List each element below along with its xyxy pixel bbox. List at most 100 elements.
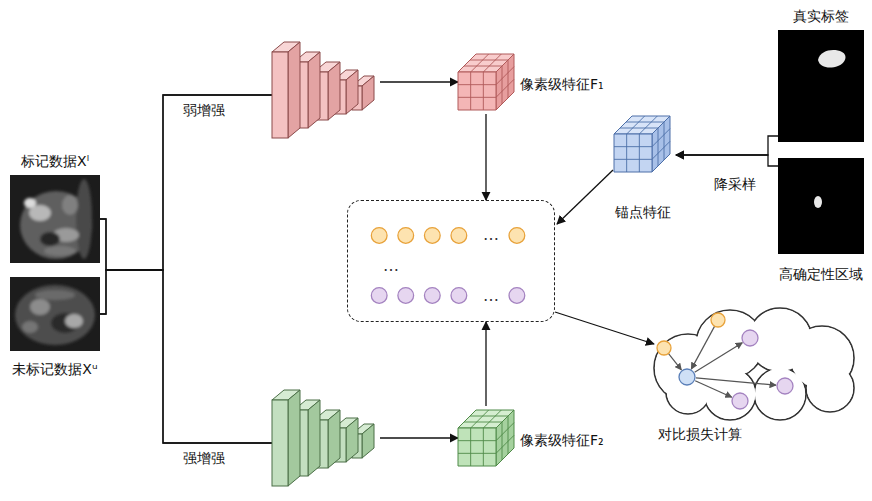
illustration [614,116,672,174]
illustration [778,158,864,254]
contrast-cloud: 对比损失计算 [630,296,864,418]
feature-dot [509,288,525,304]
positive-dot [657,341,671,355]
mri-image: 标记数据Xˡ [10,175,100,263]
slab-side [288,390,300,486]
slab-side [362,76,374,110]
cube-grid [652,141,670,159]
feature-dot [451,228,467,244]
anchor-dot [679,369,695,385]
feature-dot [398,228,414,244]
scan-tissue [22,321,38,333]
cube-grid [470,72,471,110]
similarity-arrow [696,378,776,385]
cube-grid [658,128,659,166]
cube-grid [458,440,496,441]
cube-grid [496,79,514,97]
connector [676,136,778,155]
cube-grid [458,97,496,98]
cube-grid [626,134,627,172]
slab-side [288,42,300,138]
connector [485,114,486,200]
feature-dot [371,228,387,244]
edge-label-slot: 降采样 [712,174,758,193]
text-slot: 弱增强 [183,100,225,119]
similarity-arrow [695,381,732,398]
slab-side [308,400,320,476]
connector [380,437,458,438]
mask-region [814,196,822,208]
cube-grid [470,60,508,61]
cube-grid [639,134,640,172]
cloud-fill [807,365,853,411]
ellipsis-text: … [483,286,499,305]
feature-cube: 锚点特征 [614,116,672,174]
node-label: 锚点特征 [615,204,671,220]
illustration [630,296,864,418]
scan-ground [10,175,100,263]
similarity-arrow [695,343,743,373]
scan-tissue [40,232,60,246]
feature-cube: 像素级特征F₂ [458,410,514,466]
mask-image: 高确定性区域 [778,158,864,254]
negative-dot [742,330,758,346]
cube-grid [483,72,484,110]
cloud-fill [697,311,763,377]
cube-grid [508,416,509,454]
node-label: 真实标签 [793,8,849,24]
connector [100,219,272,443]
feature-cube: 像素级特征F₁ [458,54,514,110]
illustration [10,277,100,351]
node-label: 未标记数据Xᵘ [12,361,97,377]
scan-ground [10,277,100,351]
mri-image: 未标记数据Xᵘ [10,277,100,351]
feature-dot [509,228,525,244]
feature-dot [424,228,440,244]
illustration [778,30,864,142]
text-slot: … [383,256,399,275]
similarity-arrow [668,353,681,369]
cube-face [458,72,496,110]
cube-grid [502,422,503,460]
slab-side [308,52,320,128]
negative-dot [732,393,748,409]
cube-grid [464,422,502,423]
cube-grid [470,416,508,417]
connector [100,270,272,443]
connector [380,81,458,82]
scan-tissue [30,299,50,315]
text-slot: 强增强 [183,448,225,467]
negative-dot [777,378,793,394]
encoder-network: 弱增强 [272,38,378,142]
cube-grid [483,428,484,466]
cube-face [496,54,514,110]
connector [100,95,272,314]
cloud-fill [705,369,755,419]
illustration [458,54,514,110]
mask-region [818,50,845,67]
scan-tissue [65,314,83,328]
text-slot: 真实标签 [793,6,849,25]
mask-image: 真实标签 [778,30,864,142]
scan-tissue [24,198,36,208]
node-label: 像素级特征F₂ [520,432,604,448]
connector [557,170,613,224]
illustration [272,38,378,142]
slab-side [362,424,374,458]
cube-grid [458,84,496,85]
node-label: 像素级特征F₁ [520,76,604,92]
scan-tissue [44,246,76,256]
cloud-fill [755,369,805,419]
node-label: 对比损失计算 [658,426,742,442]
node-label: 弱增强 [183,102,225,118]
illustration [348,201,554,321]
illustration [458,410,514,466]
slab-front [272,52,288,138]
feature-dot [424,288,440,304]
feature-dot [371,288,387,304]
feature-dot [398,288,414,304]
encoder-network: 强增强 [272,386,378,490]
cube-grid [664,122,665,160]
